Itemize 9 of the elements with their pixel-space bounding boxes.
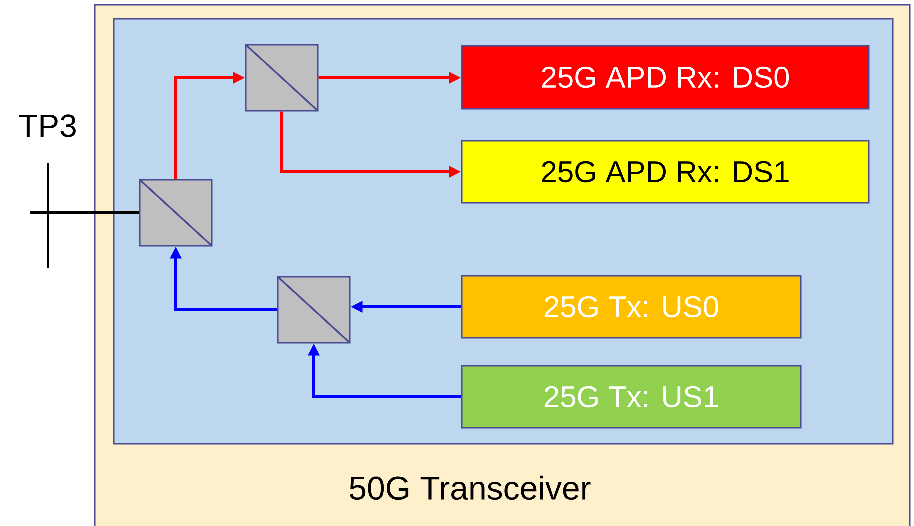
module-box: 25G Tx: US0 <box>461 275 802 339</box>
module-box: 25G APD Rx: DS1 <box>461 140 870 204</box>
fiber-line <box>30 212 140 214</box>
module-box: 25G APD Rx: DS0 <box>461 45 870 110</box>
reference-label: TP3 <box>19 114 76 138</box>
splitter-box <box>245 44 319 112</box>
module-box: 25G Tx: US1 <box>461 365 802 429</box>
splitter-box <box>277 276 351 344</box>
splitter-box <box>139 179 213 247</box>
